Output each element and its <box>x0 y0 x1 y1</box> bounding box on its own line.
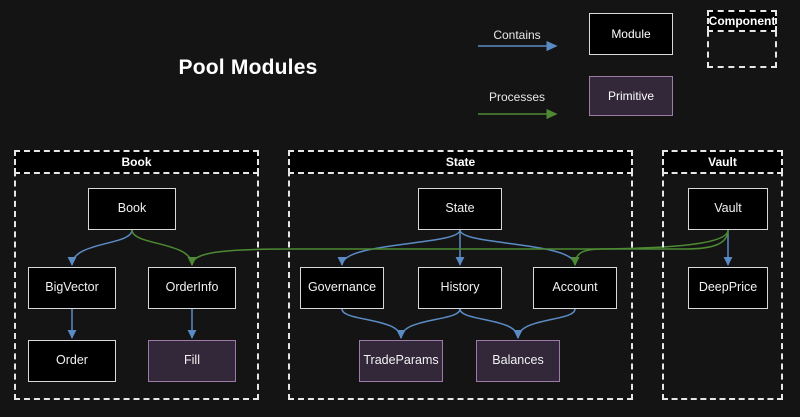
node-orderinfo[interactable]: OrderInfo <box>148 267 236 309</box>
legend-primitive-box: Primitive <box>589 76 673 116</box>
node-vault[interactable]: Vault <box>688 188 768 230</box>
legend-processes-label: Processes <box>488 90 546 104</box>
legend-contains-label: Contains <box>493 28 541 42</box>
container-header-vault: Vault <box>662 150 783 174</box>
container-header-book: Book <box>14 150 259 174</box>
node-state[interactable]: State <box>418 188 502 230</box>
node-history[interactable]: History <box>418 267 502 309</box>
node-bigvector[interactable]: BigVector <box>28 267 116 309</box>
node-tradeparams[interactable]: TradeParams <box>359 340 443 382</box>
node-governance[interactable]: Governance <box>300 267 384 309</box>
node-account[interactable]: Account <box>533 267 617 309</box>
node-fill[interactable]: Fill <box>148 340 236 382</box>
page-title: Pool Modules <box>178 56 318 79</box>
node-order[interactable]: Order <box>28 340 116 382</box>
legend-module-box: Module <box>589 13 673 55</box>
container-header-state: State <box>288 150 633 174</box>
legend-component-header: Component <box>707 10 777 32</box>
node-deepprice[interactable]: DeepPrice <box>688 267 768 309</box>
node-book[interactable]: Book <box>88 188 176 230</box>
node-balances[interactable]: Balances <box>476 340 560 382</box>
